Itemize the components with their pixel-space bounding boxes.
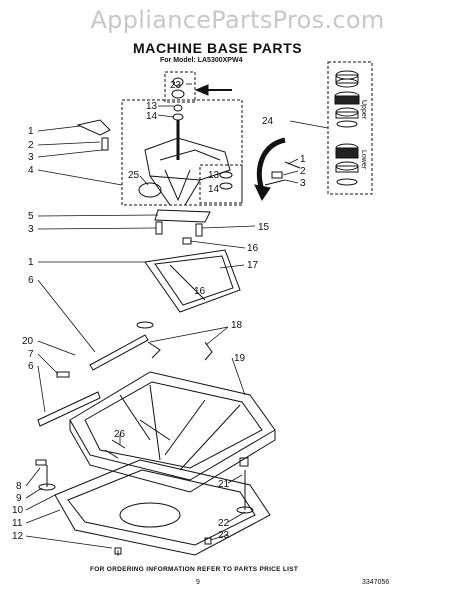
inset-lower-label: Lower xyxy=(360,150,367,170)
callout-23: 23 xyxy=(170,80,182,91)
callout-15: 15 xyxy=(258,222,270,233)
callout-11: 11 xyxy=(12,518,23,529)
callout-22: 22 xyxy=(218,518,230,529)
brace-bar xyxy=(154,209,211,223)
callout-2: 2 xyxy=(28,140,34,151)
page-number: 9 xyxy=(196,579,200,586)
callout-17: 17 xyxy=(247,260,259,271)
callout-2-right: 2 xyxy=(300,166,306,177)
callout-3-mid: 3 xyxy=(28,224,34,235)
watermark: AppliancePartsPros.com xyxy=(90,6,385,34)
inset-pointer-arrow xyxy=(256,137,286,191)
doc-number: 3347056 xyxy=(362,579,390,586)
callout-3-right: 3 xyxy=(300,178,306,189)
model-line: For Model: LA5300XPW4 xyxy=(160,57,243,64)
inset-upper-label: Upper xyxy=(360,100,367,120)
callout-1-mid: 1 xyxy=(28,257,34,268)
support-frame xyxy=(144,249,241,313)
callout-24: 24 xyxy=(262,116,274,127)
callout-26: 26 xyxy=(114,429,126,440)
callout-18: 18 xyxy=(231,320,243,331)
callout-16: 16 xyxy=(247,243,259,254)
bearing-parts-small xyxy=(219,171,233,190)
callout-7: 7 xyxy=(28,349,34,360)
transmission-dashed-box xyxy=(121,99,243,206)
callout-13: 13 xyxy=(146,101,158,112)
lower-bearing-stack xyxy=(335,143,359,186)
callout-16-inner: 16 xyxy=(194,286,206,297)
callout-19: 19 xyxy=(234,353,246,364)
ordering-info-footer: FOR ORDERING INFORMATION REFER TO PARTS … xyxy=(90,566,299,573)
callout-14-lower: 14 xyxy=(208,184,220,195)
base-frame xyxy=(69,371,276,493)
callout-12: 12 xyxy=(12,531,24,542)
bearing-dashed-box xyxy=(199,164,243,204)
callout-6-lower: 6 xyxy=(28,361,34,372)
bearing-inset-box xyxy=(327,61,373,195)
leader-lines xyxy=(25,83,329,556)
callout-6: 6 xyxy=(28,275,34,286)
callout-10: 10 xyxy=(12,505,24,516)
callout-9: 9 xyxy=(16,493,22,504)
callout-4: 4 xyxy=(28,165,34,176)
callout-20: 20 xyxy=(22,336,34,347)
callout-5: 5 xyxy=(28,211,34,222)
callout-13-lower: 13 xyxy=(208,170,220,181)
callout-25: 25 xyxy=(128,170,140,181)
callout-1: 1 xyxy=(28,126,34,137)
callout-14: 14 xyxy=(146,111,158,122)
page-title: MACHINE BASE PARTS xyxy=(133,40,303,56)
callout-3: 3 xyxy=(28,152,34,163)
callout-23-lower: 23 xyxy=(218,530,230,541)
long-brace xyxy=(89,334,149,371)
upper-bearing-stack xyxy=(334,70,360,128)
upper-dashed-box xyxy=(164,71,196,103)
transmission-assembly xyxy=(138,120,231,206)
callout-1-right: 1 xyxy=(300,154,306,165)
drain-pan xyxy=(54,459,271,556)
callout-8: 8 xyxy=(16,481,22,492)
callout-21: 21 xyxy=(218,479,230,490)
